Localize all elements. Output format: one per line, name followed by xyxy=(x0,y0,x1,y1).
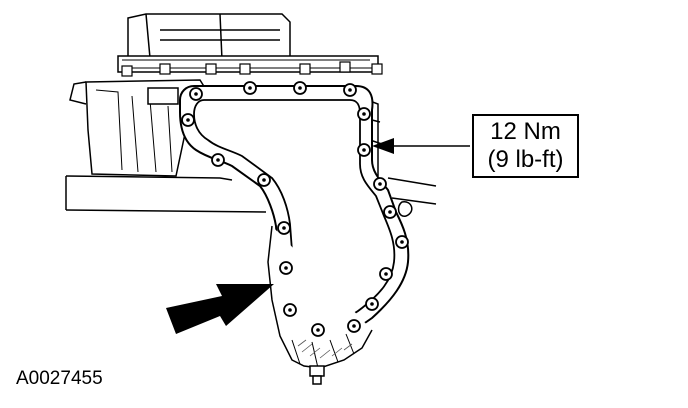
drain-plug xyxy=(309,365,325,385)
engine-top-cover xyxy=(117,13,379,73)
block-bosses xyxy=(121,61,383,77)
torque-metric-label: 12 Nm xyxy=(490,118,561,145)
cross-member xyxy=(65,175,437,213)
pan-hatching xyxy=(297,339,353,359)
solid-arrow-icon xyxy=(166,284,274,334)
torque-callout-box: 12 Nm (9 lb-ft) xyxy=(472,114,579,178)
torque-imperial-label: (9 lb-ft) xyxy=(487,146,564,173)
figure-id-label: A0027455 xyxy=(16,368,103,389)
lower-pan-casting xyxy=(267,225,373,369)
pointer-arrow-icon xyxy=(372,138,470,154)
bolt-centers xyxy=(186,86,404,332)
